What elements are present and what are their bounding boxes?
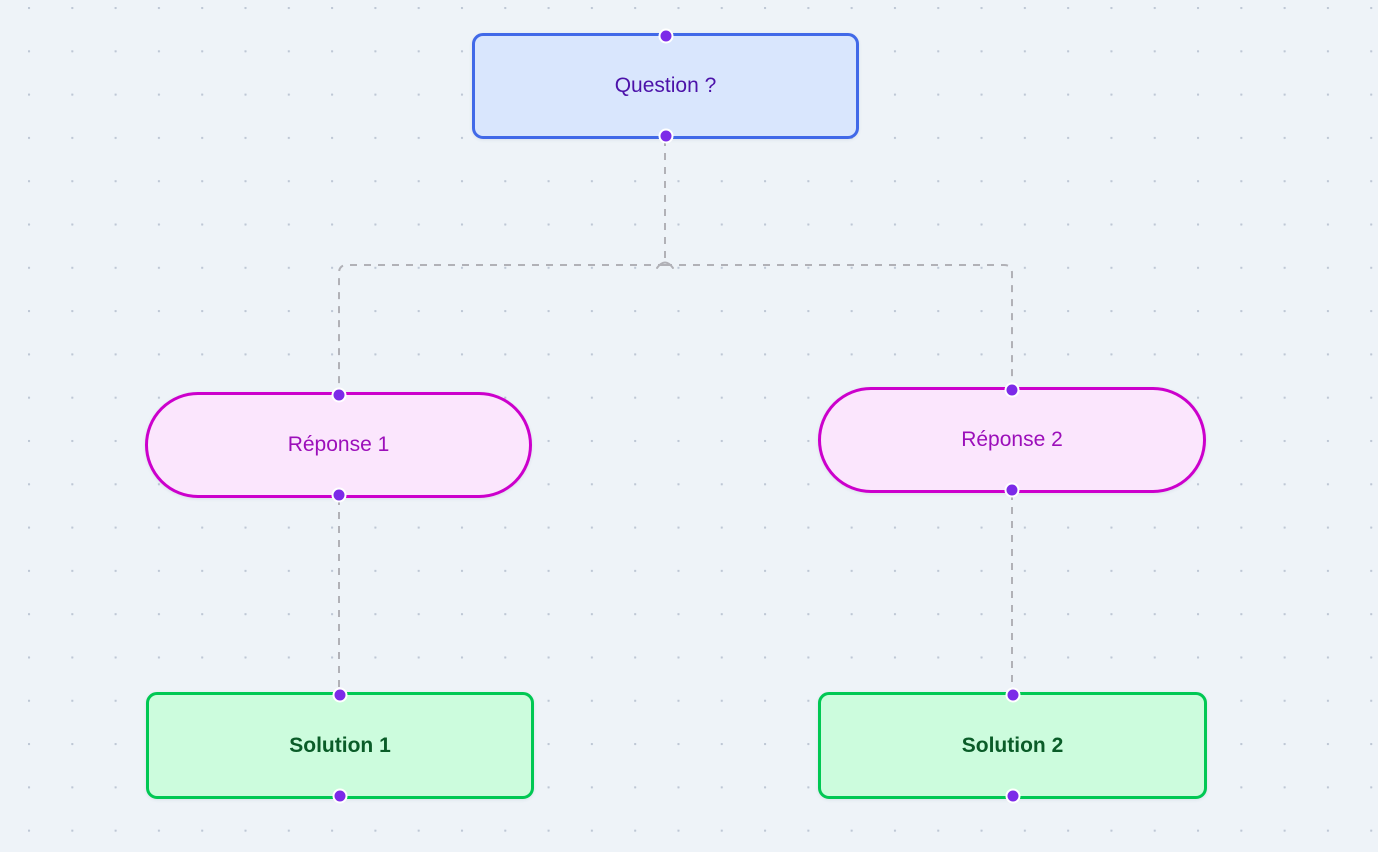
handle-top-reponse-1[interactable]: [331, 387, 346, 403]
handle-top-question[interactable]: [658, 28, 673, 44]
edge-question-reponse-1: [338, 139, 666, 392]
handle-bottom-reponse-1[interactable]: [331, 487, 346, 503]
handle-bottom-solution-1[interactable]: [332, 788, 348, 804]
node-solution-1-label: Solution 1: [289, 733, 391, 757]
node-reponse-2[interactable]: Réponse 2: [818, 382, 1206, 498]
node-solution-1[interactable]: Solution 1: [146, 687, 534, 804]
handle-top-solution-1[interactable]: [332, 687, 348, 703]
node-reponse-1-label: Réponse 1: [287, 433, 390, 457]
handle-top-reponse-2[interactable]: [1004, 382, 1020, 398]
node-question-label: Question ?: [614, 74, 717, 98]
node-reponse-2-label: Réponse 2: [961, 428, 1063, 452]
edge-crossing-hop: [656, 261, 674, 269]
node-reponse-1[interactable]: Réponse 1: [145, 387, 532, 503]
handle-bottom-question[interactable]: [658, 128, 673, 144]
handle-top-solution-2[interactable]: [1005, 687, 1020, 703]
node-solution-2-label: Solution 2: [961, 733, 1064, 757]
handle-bottom-solution-2[interactable]: [1005, 788, 1020, 804]
handle-bottom-reponse-2[interactable]: [1004, 482, 1020, 498]
node-solution-2[interactable]: Solution 2: [818, 687, 1207, 804]
node-question[interactable]: Question ?: [472, 28, 859, 144]
edge-question-reponse-2: [664, 139, 1013, 387]
